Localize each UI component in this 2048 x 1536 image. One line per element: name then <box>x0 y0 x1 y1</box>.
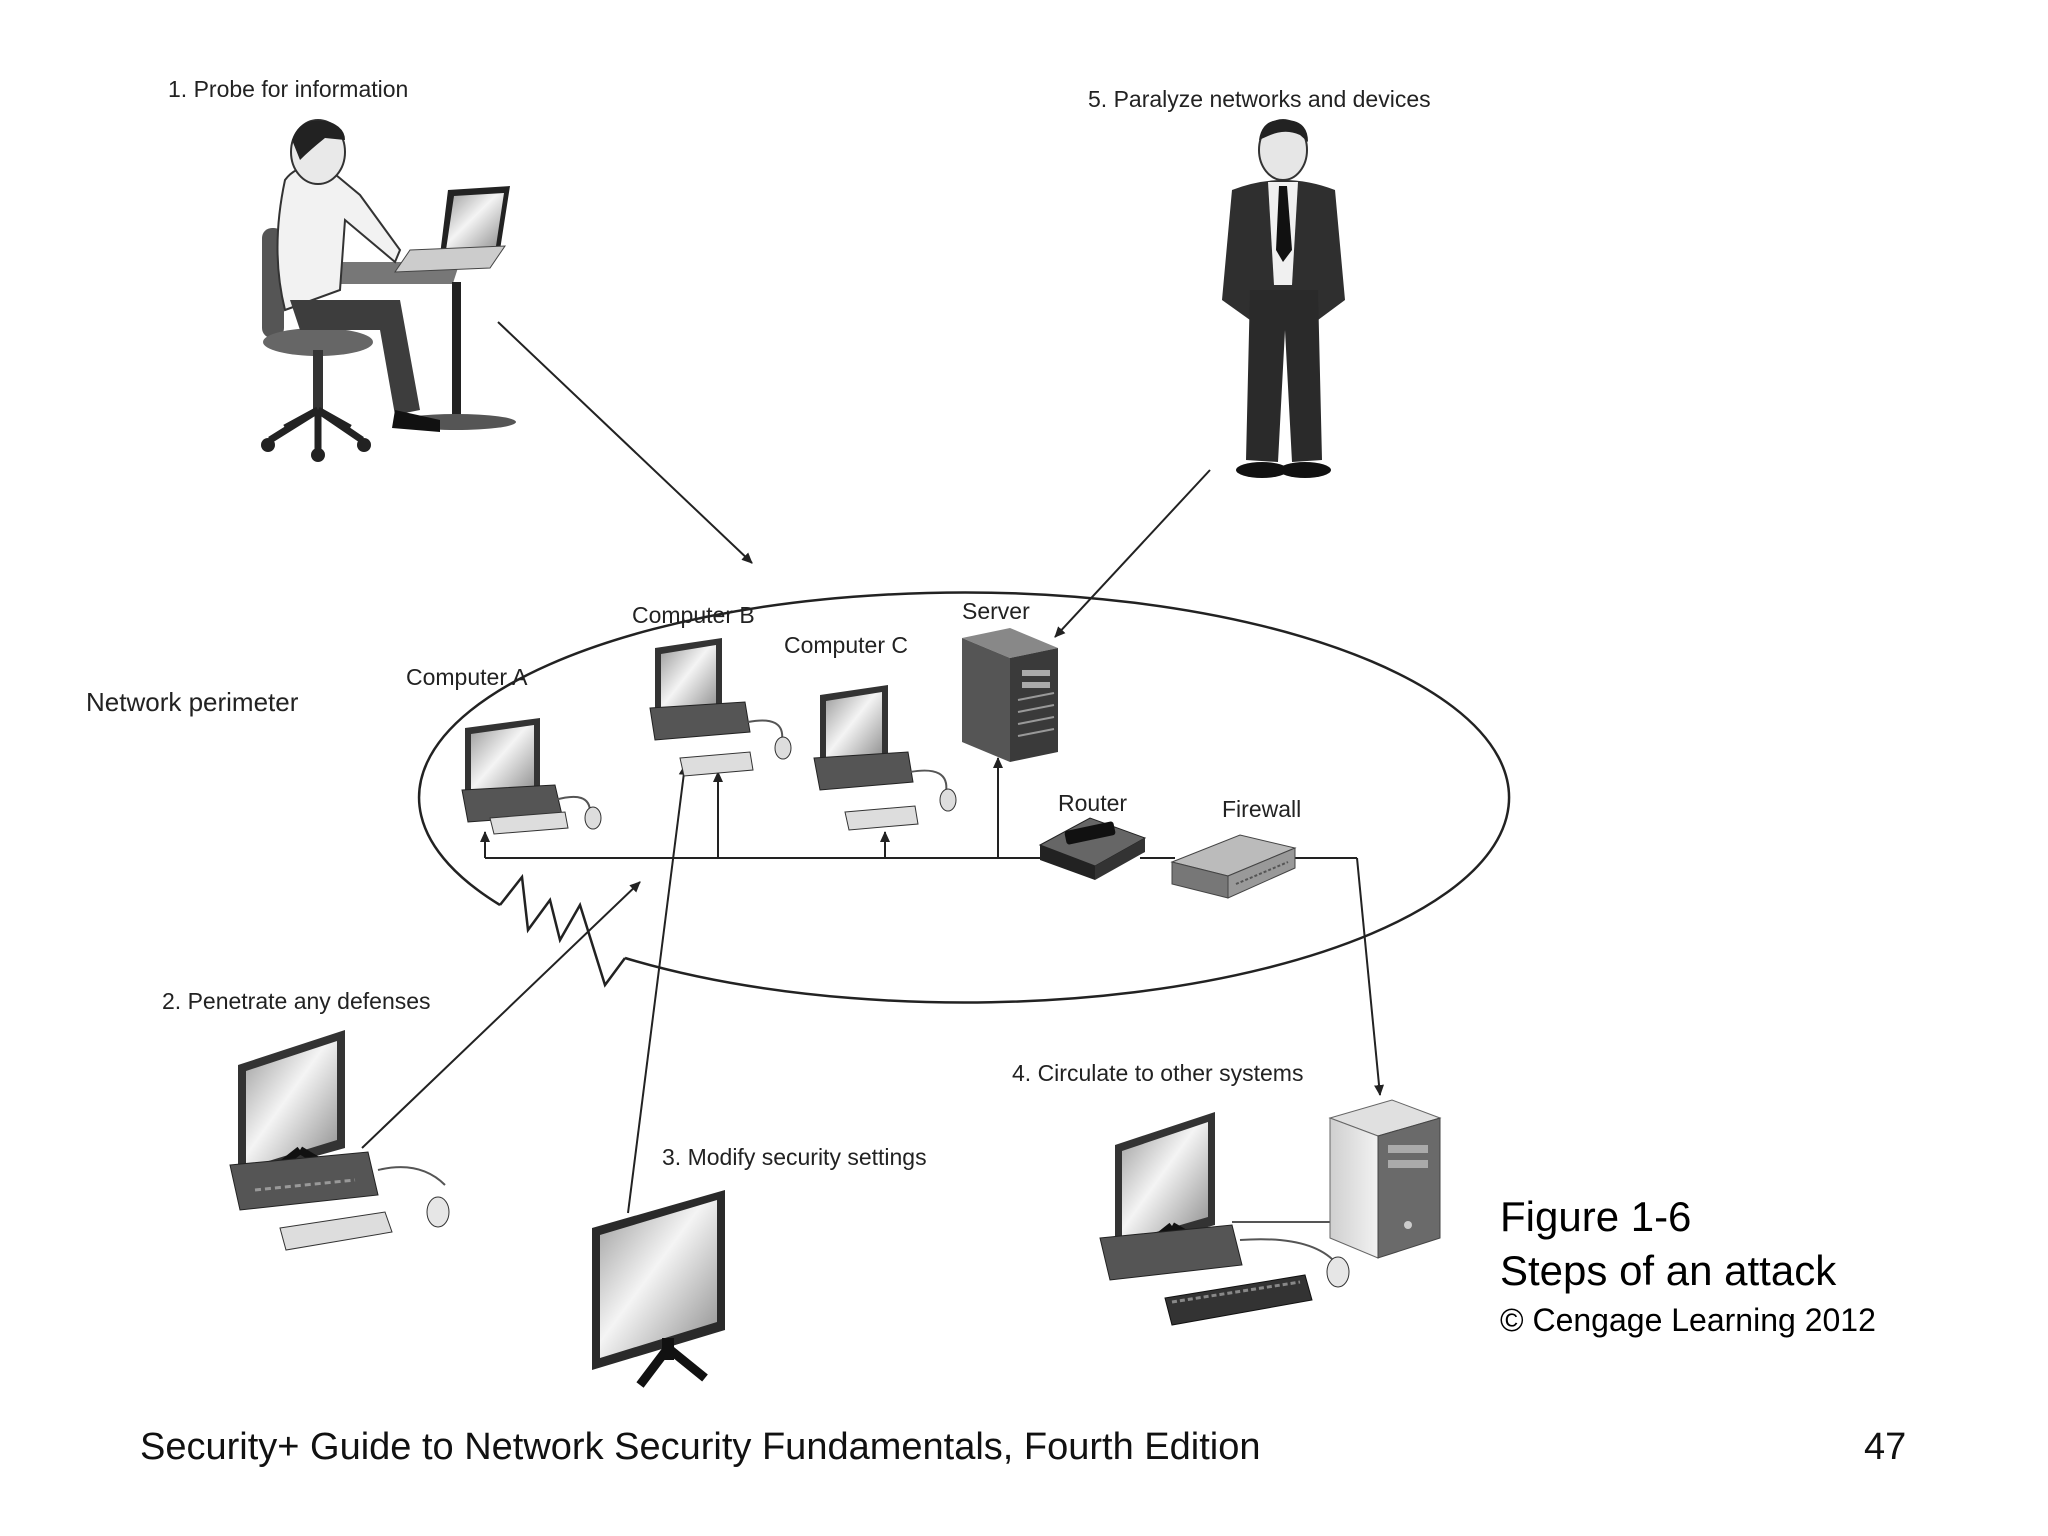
figure-number: Figure 1-6 <box>1500 1193 1692 1240</box>
firewall-icon <box>1170 834 1297 899</box>
arrow-circulate <box>1356 857 1385 1096</box>
step-4-label: 4. Circulate to other systems <box>1012 1060 1304 1086</box>
server-icon <box>962 628 1058 762</box>
penetrate-computer-icon <box>229 1030 450 1251</box>
computer-b-label: Computer B <box>632 602 755 628</box>
attacker-probing-figure <box>261 119 516 462</box>
firewall-label: Firewall <box>1222 796 1302 822</box>
attacker-paralyzing-figure <box>1222 119 1345 478</box>
figure-caption: Figure 1-6 Steps of an attack © Cengage … <box>1500 1190 1876 1342</box>
figure-copyright: © Cengage Learning 2012 <box>1500 1302 1876 1338</box>
figure-title: Steps of an attack <box>1500 1247 1837 1294</box>
step-2-label: 2. Penetrate any defenses <box>162 988 431 1014</box>
router-label: Router <box>1058 790 1128 816</box>
network-bus <box>480 757 1357 859</box>
server-label: Server <box>962 598 1030 624</box>
footer-book-title: Security+ Guide to Network Security Fund… <box>140 1426 1261 1468</box>
arrow-probe <box>497 321 753 564</box>
router-icon <box>1038 817 1147 880</box>
modify-settings-monitor-icon <box>592 1190 725 1388</box>
footer-page-number: 47 <box>1864 1426 1907 1468</box>
arrow-paralyze <box>1054 469 1211 638</box>
network-perimeter-label: Network perimeter <box>86 687 299 717</box>
computer-a-label: Computer A <box>406 664 528 690</box>
step-5-label: 5. Paralyze networks and devices <box>1088 86 1431 112</box>
step-3-label: 3. Modify security settings <box>662 1144 927 1170</box>
arrow-modify <box>627 764 689 1214</box>
computer-c-icon <box>813 685 957 831</box>
computer-b-icon <box>649 638 792 777</box>
step-1-label: 1. Probe for information <box>168 76 409 102</box>
circulate-computer-icon <box>1099 1112 1350 1326</box>
computer-c-label: Computer C <box>784 632 908 658</box>
computer-a-icon <box>461 718 602 835</box>
network-perimeter-boundary <box>417 591 1511 1004</box>
attack-arrows <box>361 321 1385 1214</box>
circulate-tower-icon <box>1328 1099 1442 1259</box>
lightning-break <box>499 873 627 988</box>
arrow-penetrate <box>361 881 641 1149</box>
